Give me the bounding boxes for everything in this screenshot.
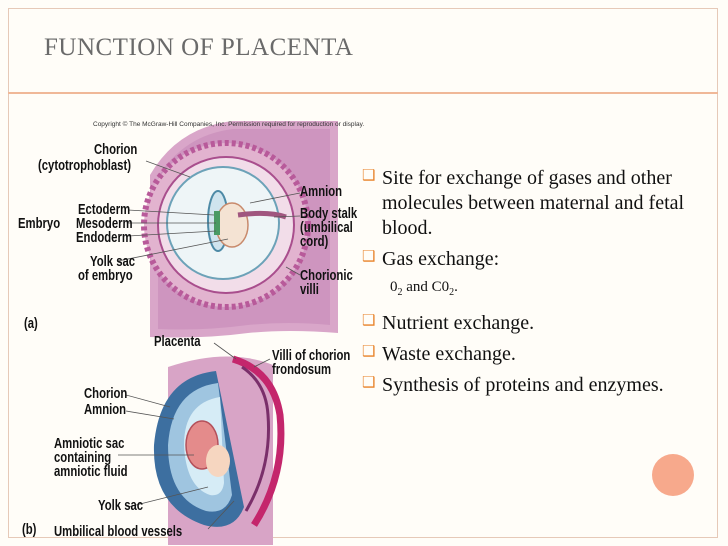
figure-copyright: Copyright © The McGraw-Hill Companies, I… [93, 121, 365, 128]
label-embryo: Embryo [18, 216, 61, 232]
placenta-diagram-image [117, 121, 338, 545]
label-villi-of-chorion: Villi of chorion [272, 348, 351, 364]
hollow-square-bullet-icon: ❑ [362, 249, 376, 265]
slide-frame [8, 8, 718, 538]
label-chorionic: Chorionic [300, 268, 353, 284]
gas-exchange-subtext: 02 and C02. [390, 279, 458, 298]
label-panel-a: (a) [24, 316, 38, 332]
bullet-item: ❑ Nutrient exchange. [362, 312, 535, 334]
bullet-item: ❑ Gas exchange: [362, 248, 500, 270]
label-chorion-a: Chorion [94, 142, 138, 158]
placenta-figure: Copyright © The McGraw-Hill Companies, I… [18, 115, 368, 545]
bullet-list: ❑ Site for exchange of gases and other m… [362, 166, 702, 404]
bullet-item: ❑ Site for exchange of gases and other m… [362, 167, 685, 239]
label-umbilical-vessels: Umbilical blood vessels [54, 524, 183, 540]
label-panel-b: (b) [22, 522, 37, 538]
label-placenta: Placenta [154, 334, 201, 350]
label-chorion-b: Chorion [84, 386, 128, 402]
label-amnion-a: Amnion [300, 184, 343, 200]
hollow-square-bullet-icon: ❑ [362, 375, 376, 391]
label-cord: cord) [300, 234, 329, 250]
label-frondosum: frondosum [272, 362, 332, 378]
label-umbilical: (umbilical [300, 220, 353, 236]
label-amniotic-fluid: amniotic fluid [54, 464, 128, 480]
hollow-square-bullet-icon: ❑ [362, 313, 376, 329]
label-amnion-b: Amnion [84, 402, 127, 418]
label-cytotrophoblast: (cytotrophoblast) [38, 158, 131, 174]
label-mesoderm: Mesoderm [76, 216, 133, 232]
decorative-circle [652, 454, 694, 496]
label-yolk-sac-b: Yolk sac [98, 498, 144, 514]
label-amniotic-sac: Amniotic sac [54, 436, 125, 452]
hollow-square-bullet-icon: ❑ [362, 168, 376, 184]
hollow-square-bullet-icon: ❑ [362, 344, 376, 360]
label-ectoderm: Ectoderm [78, 202, 131, 218]
label-yolk-sac-a: Yolk sac [90, 254, 136, 270]
label-of-embryo: of embryo [78, 268, 133, 284]
slide-title: FUNCTION OF PLACENTA [44, 34, 354, 61]
bullet-item: ❑ Waste exchange. [362, 343, 516, 365]
label-containing: containing [54, 450, 112, 466]
label-endoderm: Endoderm [76, 230, 132, 246]
label-body-stalk: Body stalk [300, 206, 358, 222]
bullet-item: ❑ Synthesis of proteins and enzymes. [362, 374, 664, 396]
label-villi: villi [300, 282, 319, 298]
title-divider [8, 92, 718, 94]
